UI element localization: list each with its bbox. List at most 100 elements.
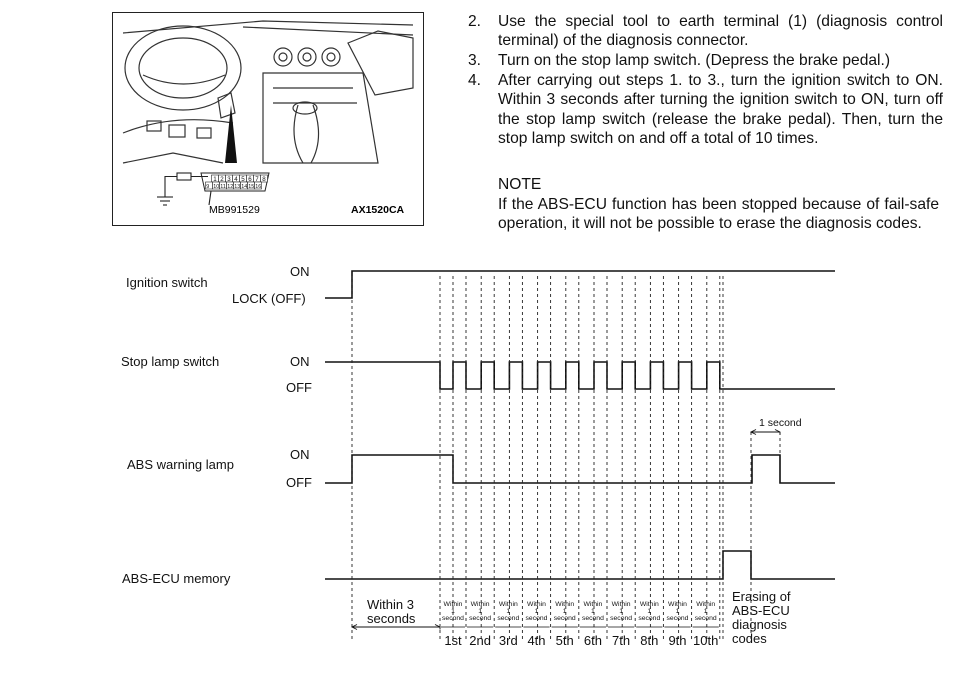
step-3: 3. Turn on the stop lamp switch. (Depres…: [468, 51, 943, 71]
count-label-8: 8th: [640, 633, 658, 648]
signal-name-abs-lamp: ABS warning lamp: [127, 457, 234, 472]
one-second-arrow-head: [774, 429, 781, 435]
within-one-second-label: Within: [640, 601, 659, 608]
erasing-line4: codes: [732, 631, 767, 646]
step-text: Turn on the stop lamp switch. (Depress t…: [498, 52, 891, 69]
pin-label: 1: [213, 176, 217, 183]
step-number: 4.: [468, 72, 482, 89]
abs-lamp-on-label: ON: [290, 447, 310, 462]
pin-label: 15: [248, 184, 254, 190]
stop-lamp-waveform: [325, 361, 835, 390]
within-one-second-label: 1: [647, 608, 651, 615]
within-one-second-label: 1: [535, 608, 539, 615]
step-4: 4. After carrying out steps 1. to 3., tu…: [468, 71, 943, 171]
within-one-second-label: Within: [555, 601, 574, 608]
pin-label: 2: [220, 176, 224, 183]
vent-left: [273, 47, 293, 67]
within-one-second-label: 1: [591, 608, 595, 615]
within-one-second-label: Within: [527, 601, 546, 608]
within-one-second-label: second: [554, 615, 576, 622]
within-one-second-label: second: [497, 615, 519, 622]
abs-ecu-waveform: [325, 550, 835, 580]
within-one-second-label: Within: [583, 601, 602, 608]
vent-right: [321, 47, 341, 67]
within3-arrow-head: [434, 624, 441, 630]
stop-lamp-off-label: OFF: [286, 380, 312, 395]
within-one-second-label: 1: [619, 608, 623, 615]
pin-label: 16: [255, 184, 261, 190]
within-one-second-label: Within: [444, 601, 463, 608]
abs-lamp-off-label: OFF: [286, 475, 312, 490]
within-one-second-label: Within: [471, 601, 490, 608]
vent-mid: [297, 47, 317, 67]
within-one-second-label: second: [582, 615, 604, 622]
pin-label: 4: [234, 176, 238, 183]
signal-name-stop-lamp: Stop lamp switch: [121, 354, 219, 369]
pin-label: 14: [241, 184, 247, 190]
step-number: 2.: [468, 13, 482, 30]
count-label-7: 7th: [612, 633, 630, 648]
within-one-second-label: second: [526, 615, 548, 622]
pin-label: 9: [206, 184, 209, 190]
one-second-arrow-head: [749, 429, 757, 435]
erasing-line2: ABS-ECU: [732, 603, 790, 618]
signal-name-ignition: Ignition switch: [126, 275, 208, 290]
signal-name-abs-ecu: ABS-ECU memory: [122, 571, 231, 586]
pin-label: 11: [220, 184, 226, 190]
within-one-second-label: 1: [676, 608, 680, 615]
erasing-line3: diagnosis: [732, 617, 787, 632]
count-label-5: 5th: [556, 633, 574, 648]
within3-line2: seconds: [367, 611, 416, 626]
stop-lamp-on-label: ON: [290, 354, 310, 369]
pin-label: 12: [227, 184, 233, 190]
ignition-waveform: [325, 270, 835, 299]
pin-label: 3: [227, 176, 231, 183]
within-one-second-label: 1: [506, 608, 510, 615]
within-one-second-label: 1: [478, 608, 482, 615]
within-one-second-label: second: [469, 615, 491, 622]
within-one-second-label: second: [442, 615, 464, 622]
step-text: After carrying out steps 1. to 3., turn …: [498, 72, 943, 148]
within-one-second-label: second: [638, 615, 660, 622]
note-text: If the ABS-ECU function has been stopped…: [498, 196, 939, 233]
abs-lamp-waveform: [325, 454, 835, 484]
erasing-line1: Erasing of: [732, 589, 791, 604]
within-one-second-label: Within: [499, 601, 518, 608]
within-one-second-label: 1: [704, 608, 708, 615]
note-label: NOTE: [498, 176, 542, 193]
figure-code: AX1520CA: [351, 204, 405, 216]
within-one-second-label: Within: [696, 601, 715, 608]
within-one-second-label: Within: [668, 601, 687, 608]
within-one-second-label: second: [610, 615, 632, 622]
within-one-second-label: 1: [563, 608, 567, 615]
pin-label: 5: [241, 176, 245, 183]
count-label-4: 4th: [527, 633, 545, 648]
count-label-9: 9th: [668, 633, 686, 648]
count-label-1: 1st: [444, 633, 462, 648]
count-label-6: 6th: [584, 633, 602, 648]
one-second-label: 1 second: [759, 417, 802, 429]
count-label-3: 3rd: [499, 633, 518, 648]
ignition-off-label: LOCK (OFF): [232, 291, 306, 306]
step-number: 3.: [468, 52, 482, 69]
pin-label: 8: [262, 176, 266, 183]
pin-label: 6: [248, 176, 252, 183]
pin-label: 10: [213, 184, 219, 190]
count-label-10: 10th: [693, 633, 718, 648]
steering-wheel: [124, 25, 242, 111]
pin-label: 7: [255, 176, 259, 183]
within-one-second-label: Within: [612, 601, 631, 608]
tool-label: MB991529: [209, 204, 260, 216]
within-one-second-label: second: [667, 615, 689, 622]
within3-line1: Within 3: [367, 597, 414, 612]
within-one-second-label: second: [695, 615, 717, 622]
count-label-2: 2nd: [469, 633, 491, 648]
step-text: Use the special tool to earth terminal (…: [498, 13, 943, 50]
pin-label: 13: [234, 184, 240, 190]
within3-arrow-head: [350, 624, 358, 630]
within-one-second-label: 1: [451, 608, 455, 615]
pointer-arrow: [225, 105, 237, 163]
